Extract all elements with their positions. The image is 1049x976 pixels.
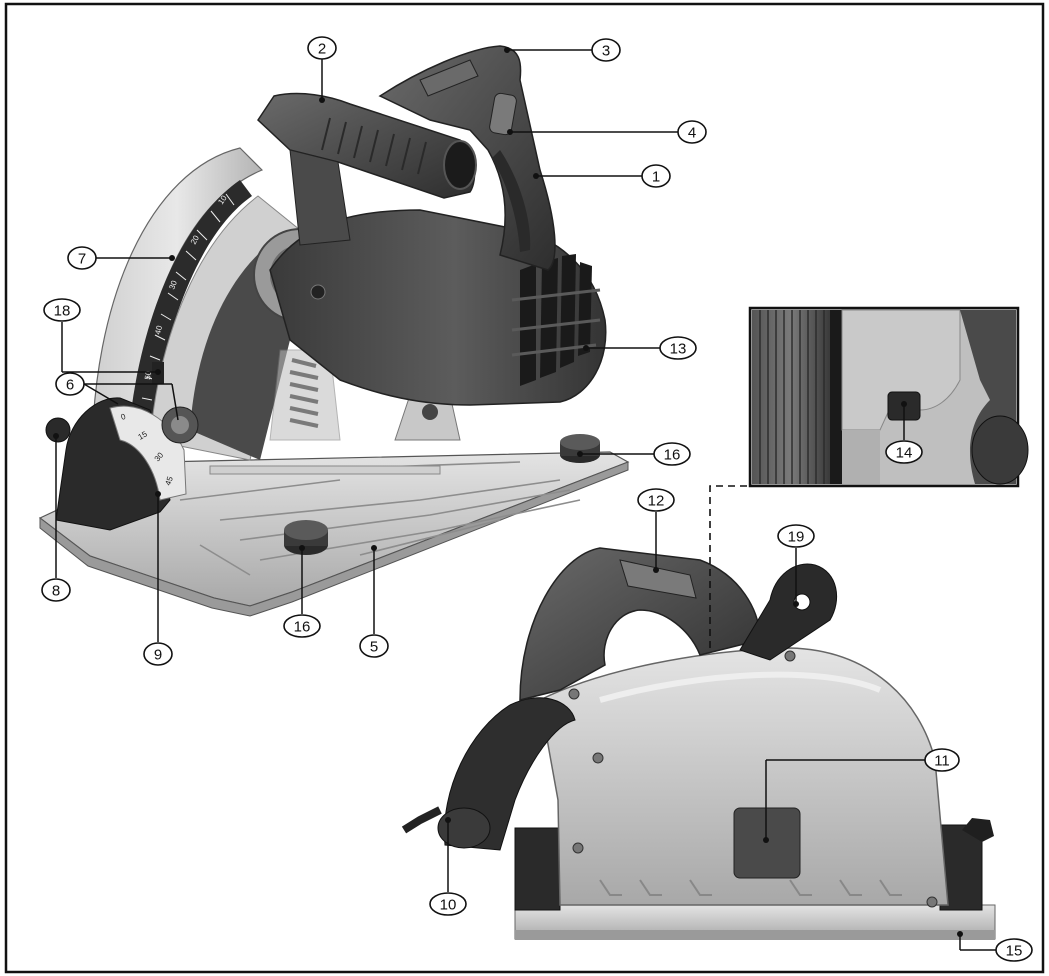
inset-detail — [748, 306, 1029, 488]
inset-black-gap — [830, 310, 842, 484]
callout-16-rear: 16 — [653, 442, 691, 466]
guide-rail-knob-rear — [560, 434, 600, 463]
depth-scale-ticks — [140, 193, 235, 421]
hose-end — [437, 807, 491, 849]
inset-knob — [971, 415, 1029, 485]
bevel-mark-0: 0 — [120, 412, 128, 422]
callout-1-label: 1 — [652, 169, 660, 186]
callout-13: 13 — [659, 336, 697, 360]
callout-9: 9 — [143, 642, 173, 666]
saw-front-view: 10 20 30 40 50 — [38, 45, 630, 617]
bevel-knob-inner — [171, 416, 189, 434]
inset-housing-lower — [842, 430, 880, 484]
pivot-screw — [422, 404, 438, 420]
scale-mark-30: 30 — [167, 279, 179, 291]
handle-grip-insert — [492, 150, 531, 252]
callout-7: 7 — [67, 246, 97, 270]
base-plate-edge — [39, 461, 629, 617]
callout-4: 4 — [677, 120, 707, 144]
callout-5: 5 — [359, 634, 389, 658]
motor-screw — [310, 284, 326, 300]
callout-7-label: 7 — [78, 251, 86, 268]
callout-15: 15 — [995, 938, 1033, 962]
callout-6-label: 6 — [66, 377, 74, 394]
side-trigger-lock — [619, 559, 697, 599]
lock-button — [489, 92, 517, 136]
bevel-mark-45: 45 — [163, 475, 175, 487]
saw-side-view — [401, 547, 996, 940]
scale-window — [733, 807, 801, 879]
knob-support — [289, 149, 351, 246]
callout-2: 2 — [307, 36, 337, 60]
callout-1: 1 — [641, 164, 671, 188]
callout-2-label: 2 — [318, 41, 326, 58]
side-right-knob — [962, 818, 994, 842]
callout-14: 14 — [885, 440, 923, 464]
callout-11-label: 11 — [934, 753, 950, 770]
knob-grip-lines — [321, 117, 427, 175]
handle-top-grip — [419, 59, 479, 97]
inset-hose — [752, 310, 830, 484]
side-guard-highlight — [599, 671, 882, 703]
callout-12: 12 — [637, 488, 675, 512]
callout-16-front-label: 16 — [294, 619, 311, 636]
callout-12-label: 12 — [648, 493, 665, 510]
guide-rail-knob-front — [284, 520, 328, 555]
callout-16-front: 16 — [283, 614, 321, 638]
leader-lines — [53, 47, 996, 951]
callout-18: 18 — [43, 298, 81, 322]
callout-19: 19 — [777, 524, 815, 548]
bevel-lock-knob-left — [45, 417, 71, 443]
callout-15-label: 15 — [1006, 943, 1023, 960]
side-guard — [539, 647, 949, 906]
power-cord — [401, 806, 442, 834]
knob-end-hole — [443, 140, 477, 190]
blade-slot — [209, 465, 441, 475]
side-screws — [568, 650, 938, 908]
callout-9-label: 9 — [154, 647, 162, 664]
scale-mark-40: 40 — [153, 324, 164, 335]
callout-3-label: 3 — [602, 43, 610, 60]
inset-hose-ribs — [759, 310, 825, 484]
callout-16-rear-label: 16 — [664, 447, 681, 464]
side-base-edge — [515, 930, 995, 940]
motor-vents — [520, 254, 592, 386]
callout-6: 6 — [55, 372, 85, 396]
callout-8: 8 — [41, 578, 71, 602]
side-guard-slots — [599, 879, 902, 896]
motor-vent-bars — [511, 288, 601, 357]
callout-3: 3 — [591, 38, 621, 62]
callout-10-label: 10 — [440, 897, 457, 914]
callout-13-label: 13 — [670, 341, 687, 358]
callouts: 1 2 3 4 5 6 7 8 9 10 11 12 13 14 15 16 1… — [41, 36, 1033, 962]
callout-18-label: 18 — [54, 303, 71, 320]
scale-mark-50: 50 — [143, 370, 153, 381]
inset-connector — [709, 485, 750, 648]
inset-housing — [841, 309, 961, 431]
leader-6c — [83, 383, 119, 405]
callout-10: 10 — [429, 892, 467, 916]
callout-5-label: 5 — [370, 639, 378, 656]
leader-6b — [171, 383, 179, 421]
callout-19-label: 19 — [788, 529, 805, 546]
callout-14-label: 14 — [896, 445, 913, 462]
side-block-left — [514, 827, 561, 911]
callout-4-label: 4 — [688, 125, 696, 142]
rear-hook — [739, 563, 838, 661]
callout-8-label: 8 — [52, 583, 60, 600]
callout-11: 11 — [924, 748, 960, 772]
